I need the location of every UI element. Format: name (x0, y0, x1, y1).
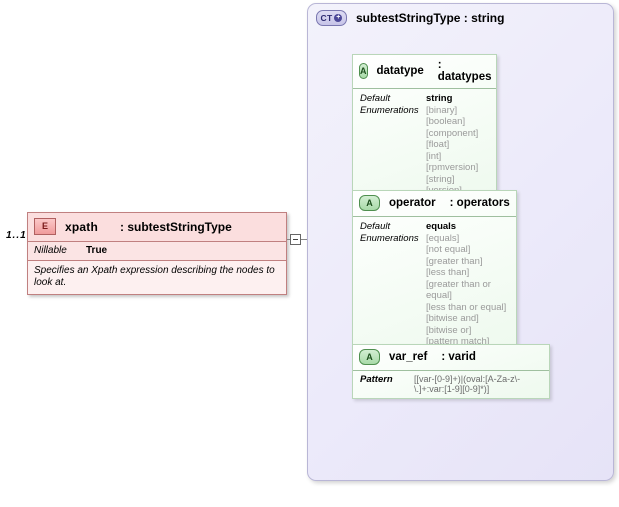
element-header: E xpath : subtestStringType (28, 213, 286, 242)
pattern-value: [[var-[0-9]+)|(oval:[A-Za-z\-\.]+:var:[1… (414, 374, 521, 394)
attribute-values-operator: equals [equals] [not equal] [greater tha… (426, 221, 510, 348)
default-value-datatype: string (426, 93, 453, 104)
complex-type-badge-label: CT (320, 13, 333, 23)
attribute-card-operator[interactable]: A operator : operators Default Enumerati… (352, 190, 517, 354)
enum-item: [less than] (426, 267, 470, 278)
enum-item: [boolean] (426, 116, 466, 127)
enum-item: [component] (426, 127, 479, 139)
attribute-name-varref: var_ref (389, 351, 428, 363)
property-value-nillable: True (86, 245, 108, 256)
element-box-xpath[interactable]: E xpath : subtestStringType Nillable Tru… (27, 212, 287, 295)
complex-type-header: CT + subtestStringType : string (316, 10, 504, 26)
cardinality-label: 1..1 (6, 230, 27, 241)
enum-item: [string] (426, 173, 455, 185)
attribute-badge-icon: A (359, 63, 368, 79)
label-enumerations: Enumerations (360, 104, 419, 116)
attribute-name-datatype: datatype (376, 65, 424, 77)
expand-plus-icon[interactable]: + (334, 14, 343, 22)
label-enumerations: Enumerations (360, 232, 419, 244)
attribute-type-varref: : varid (441, 351, 476, 363)
enum-item: [pattern match] (426, 336, 490, 347)
attribute-card-datatype[interactable]: A datatype : datatypes Default Enumerati… (352, 54, 497, 203)
element-badge-icon: E (34, 218, 56, 235)
attribute-header-operator: A operator : operators (353, 191, 516, 217)
attribute-body-operator: Default Enumerations equals [equals] [no… (353, 217, 516, 353)
attribute-badge-icon: A (359, 349, 380, 365)
enum-item: [bitwise or] (426, 324, 472, 336)
complex-type-badge-icon[interactable]: CT + (316, 10, 347, 26)
element-name: xpath (65, 219, 99, 234)
enum-item: [greater than or equal] (426, 278, 491, 302)
attribute-labels-datatype: Default Enumerations (360, 93, 426, 197)
attribute-body-datatype: Default Enumerations string [binary] [bo… (353, 89, 496, 202)
default-value-operator: equals (426, 221, 457, 232)
enum-item: [equals] (426, 232, 460, 244)
label-default: Default (360, 93, 391, 104)
minus-icon (293, 239, 298, 240)
attribute-header-datatype: A datatype : datatypes (353, 55, 496, 89)
complex-type-title: subtestStringType : string (356, 11, 505, 25)
attribute-badge-icon: A (359, 195, 380, 211)
enum-item: [greater than] (426, 255, 483, 267)
connector-line-right (301, 239, 310, 240)
attribute-type-datatype: : datatypes (437, 59, 492, 83)
attribute-labels-operator: Default Enumerations (360, 221, 426, 348)
element-properties-row: Nillable True (28, 242, 286, 261)
attribute-body-varref: Pattern [[var-[0-9]+)|(oval:[A-Za-z\-\.]… (353, 371, 549, 398)
label-pattern: Pattern (360, 374, 393, 385)
attribute-values-datatype: string [binary] [boolean] [component] [f… (426, 93, 478, 197)
property-label-nillable: Nillable (34, 245, 67, 256)
attribute-name-operator: operator (389, 197, 436, 209)
label-default: Default (360, 221, 391, 232)
element-type: : subtestStringType (120, 219, 232, 234)
attribute-card-varref[interactable]: A var_ref : varid Pattern [[var-[0-9]+)|… (352, 344, 550, 399)
enum-item: [binary] (426, 104, 458, 116)
attribute-header-varref: A var_ref : varid (353, 345, 549, 371)
element-documentation: Specifies an Xpath expression describing… (28, 261, 286, 294)
enum-item: [float] (426, 139, 450, 150)
enum-item: [less than or equal] (426, 301, 507, 313)
enum-item: [rpmversion] (426, 162, 479, 173)
enum-item: [not equal] (426, 244, 471, 255)
enum-item: [int] (426, 150, 442, 162)
enum-item: [bitwise and] (426, 313, 479, 324)
attribute-type-operator: : operators (449, 197, 510, 209)
